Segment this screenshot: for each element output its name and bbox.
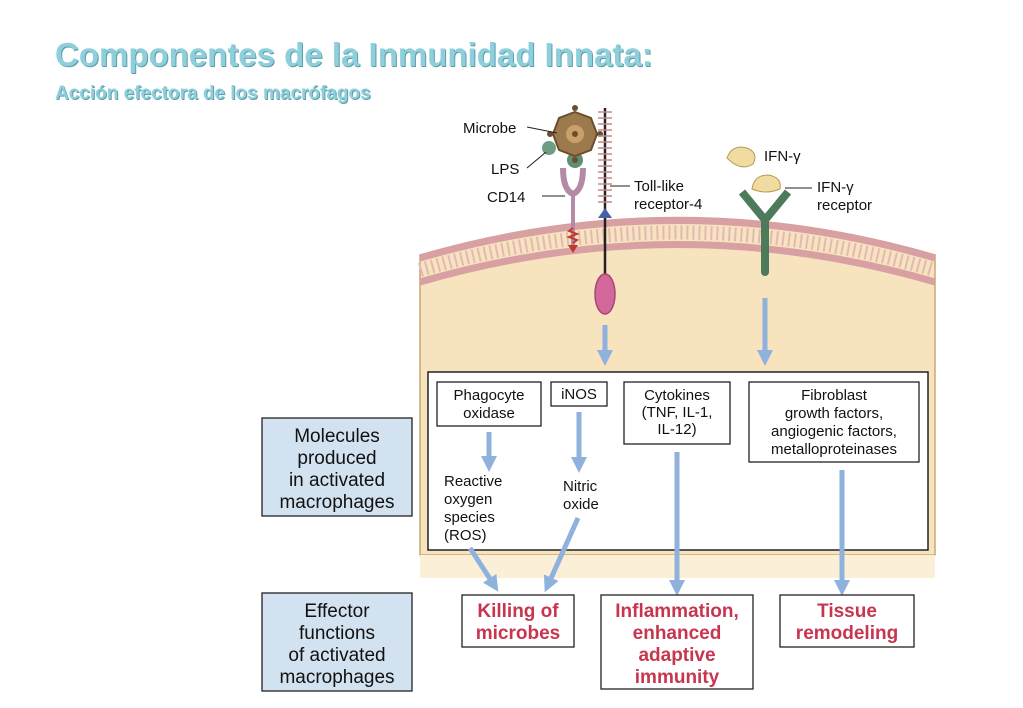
tissue-line-1: Tissue — [817, 601, 877, 622]
effector-side-line-2: functions — [299, 623, 375, 644]
molecules-side-box — [261, 417, 413, 517]
page-title: Componentes de la Inmunidad Innata: — [55, 36, 653, 73]
inflammation-line-4: immunity — [635, 667, 720, 688]
cd14-label: CD14 — [487, 189, 525, 206]
signal-arrows — [596, 298, 774, 367]
cytokines-box — [623, 381, 731, 445]
ifn-gamma-molecules — [726, 146, 781, 193]
cd14-receptor — [560, 167, 586, 253]
phagocyte-oxidase-line-2: oxidase — [463, 405, 515, 422]
cytokines-line-1: Cytokines — [644, 387, 710, 404]
inos-box — [550, 381, 608, 407]
killing-line-1: Killing of — [477, 601, 559, 622]
inflammation-line-3: adaptive — [638, 645, 715, 666]
lps-label: LPS — [491, 161, 519, 178]
effector-side-line-4: macrophages — [279, 667, 394, 688]
cytokines-line-2: (TNF, IL-1, — [642, 404, 713, 421]
molecules-side-line-1: Molecules — [294, 426, 380, 447]
ros-line-3: species — [444, 509, 495, 526]
killing-line-2: microbes — [476, 623, 560, 644]
ros-line-4: (ROS) — [444, 527, 487, 544]
ifn-gamma-label: IFN-γ — [764, 148, 801, 165]
effector-side-line-1: Effector — [304, 601, 370, 622]
effector-side-box — [261, 592, 413, 692]
ros-line-2: oxygen — [444, 491, 492, 508]
phagocyte-oxidase-line-1: Phagocyte — [454, 387, 525, 404]
cytokines-line-3: IL-12) — [657, 421, 696, 438]
molecules-side-line-3: in activated — [289, 470, 385, 491]
tissue-box — [779, 594, 915, 648]
page-subtitle: Acción efectora de los macrófagos — [55, 83, 371, 104]
fibroblast-line-4: metalloproteinases — [771, 441, 897, 458]
ros-line-1: Reactive — [444, 473, 502, 490]
effector-side-line-3: of activated — [288, 645, 385, 666]
nitric-oxide-line-1: Nitric — [563, 478, 598, 495]
inflammation-line-1: Inflammation, — [615, 601, 739, 622]
fibroblast-line-2: growth factors, — [785, 405, 883, 422]
fibroblast-line-3: angiogenic factors, — [771, 423, 897, 440]
tlr4-label-line-2: receptor-4 — [634, 196, 702, 213]
molecules-side-line-2: produced — [297, 448, 376, 469]
inflammation-line-2: enhanced — [633, 623, 722, 644]
tissue-line-2: remodeling — [796, 623, 898, 644]
inflammation-box — [600, 594, 754, 690]
inos-label: iNOS — [561, 386, 597, 403]
toll-like-receptor-4 — [594, 108, 616, 315]
microbe-label: Microbe — [463, 120, 516, 137]
phagocyte-oxidase-box — [436, 381, 542, 427]
tlr4-label-line-1: Toll-like — [634, 178, 684, 195]
killing-box — [461, 594, 575, 648]
microbe — [547, 105, 603, 163]
pathway-arrows — [467, 412, 851, 597]
ifn-receptor-label-line-2: receptor — [817, 197, 872, 214]
cell-membrane — [418, 217, 937, 286]
nitric-oxide-line-2: oxide — [563, 496, 599, 513]
ifn-gamma-receptor — [738, 189, 792, 276]
leader-lines — [526, 126, 812, 197]
molecules-side-line-4: macrophages — [279, 492, 394, 513]
fibroblast-box — [748, 381, 920, 463]
fibroblast-line-1: Fibroblast — [801, 387, 868, 404]
ifn-receptor-label-line-1: IFN-γ — [817, 179, 854, 196]
